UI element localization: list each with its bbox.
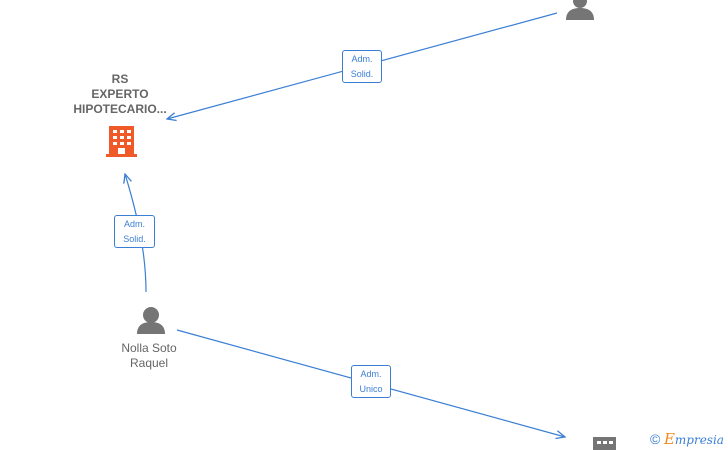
edge-role-line: Adm. xyxy=(351,54,373,64)
person-icon[interactable] xyxy=(566,0,594,20)
brand-initial: E xyxy=(663,430,675,448)
edge-role-label[interactable]: Adm. Solid. xyxy=(114,215,155,248)
edge-role-line: Solid. xyxy=(350,69,374,79)
company-name-label[interactable]: RS EXPERTO HIPOTECARIO... xyxy=(60,72,180,117)
person-name-line: Raquel xyxy=(129,356,169,370)
person-name-label[interactable]: Nolla Soto Raquel xyxy=(101,341,197,371)
edge-role-label[interactable]: Adm. Unico xyxy=(351,365,391,398)
edge-role-label[interactable]: Adm. Solid. xyxy=(342,50,382,83)
empresia-watermark: © Empresia xyxy=(650,429,724,449)
building-icon[interactable] xyxy=(593,437,616,450)
building-icon[interactable] xyxy=(106,126,137,157)
company-name-line: EXPERTO xyxy=(91,87,149,101)
company-name-line: HIPOTECARIO... xyxy=(73,102,167,116)
company-name-line: RS xyxy=(111,72,129,86)
person-name-line: Nolla Soto xyxy=(121,341,177,355)
copyright-symbol: © xyxy=(650,431,661,447)
edge-role-line: Adm. xyxy=(360,369,382,379)
edge-role-line: Solid. xyxy=(123,234,146,244)
person-icon[interactable] xyxy=(137,307,165,334)
edge-role-line: Adm. xyxy=(123,219,145,229)
edge-role-line: Unico xyxy=(359,384,383,394)
brand-name-rest: mpresia xyxy=(674,433,724,447)
